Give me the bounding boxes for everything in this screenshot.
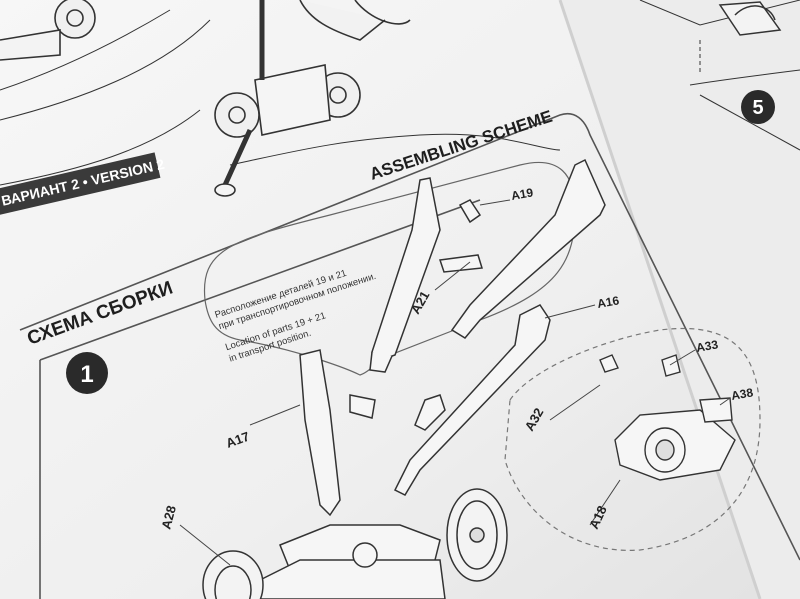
step-one-number: 1	[80, 361, 93, 388]
right-page	[560, 0, 800, 599]
leader-lines	[179, 199, 731, 566]
page-fold	[558, 0, 762, 599]
wheel-right	[446, 488, 508, 582]
step-one-marker: 1	[66, 352, 108, 394]
trail-legs-transport	[369, 158, 606, 373]
label-a19: A19	[510, 185, 534, 203]
gun-assembly	[259, 349, 446, 599]
detail-inset-box	[504, 328, 761, 551]
label-a38: A38	[730, 385, 754, 403]
step-five-marker: 5	[741, 90, 775, 124]
top-right-fragment	[639, 0, 800, 151]
label-a16: A16	[596, 293, 620, 311]
top-gun-illustration	[0, 0, 561, 197]
step-five-number: 5	[752, 97, 763, 119]
detail-assembly	[599, 354, 736, 481]
label-a33: A33	[695, 337, 719, 355]
label-a28: A28	[158, 504, 179, 531]
wheel-left	[202, 550, 264, 599]
assembly-frame	[19, 113, 800, 599]
trail-leg-a16	[393, 304, 551, 496]
